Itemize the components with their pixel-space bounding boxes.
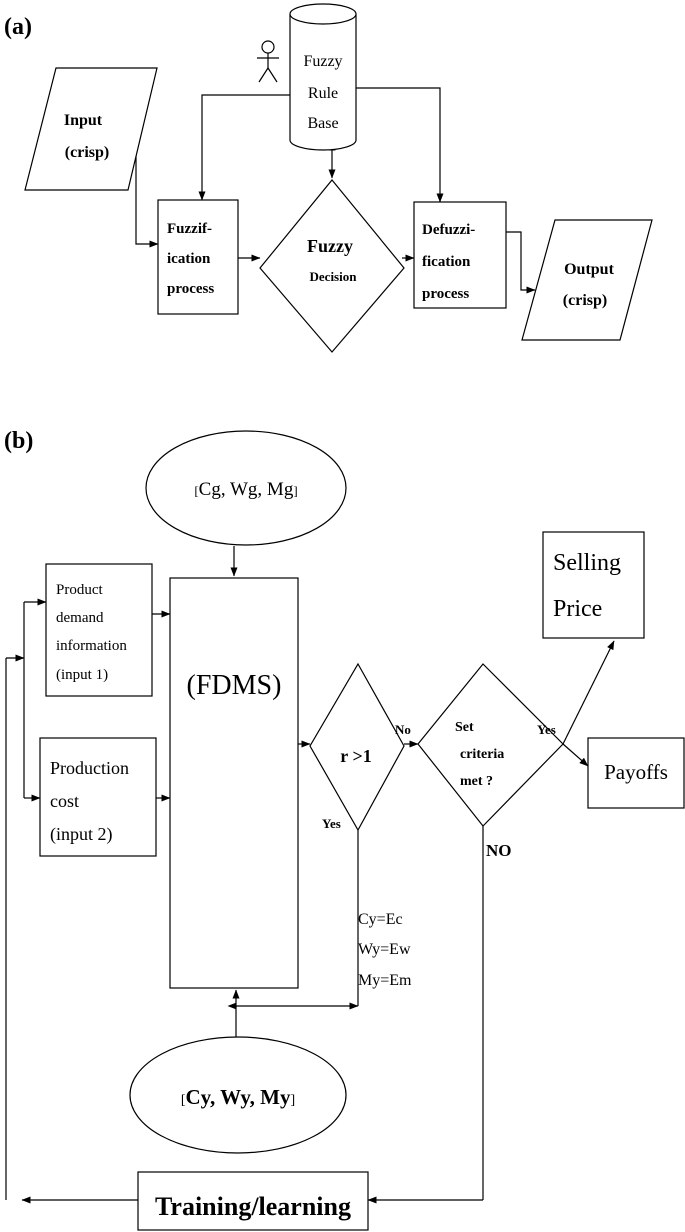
production-cost-line-1: Production (50, 758, 129, 778)
input-line-1: Input (64, 112, 103, 129)
product-demand-line-1: Product (56, 582, 103, 598)
criteria-no-label: NO (486, 841, 512, 860)
selling-price-line-1: Selling (553, 550, 621, 576)
defuzzification-process-node: Defuzzi- fication process (413, 201, 507, 309)
svg-text:[Cg, Wg, Mg]: [Cg, Wg, Mg] (194, 479, 297, 500)
fuzzy-decision-node: Fuzzy Decision (259, 179, 405, 353)
criteria-line-2: criteria (460, 747, 504, 762)
defuzzification-line-3: process (422, 286, 469, 302)
production-cost-line-3: (input 2) (50, 824, 113, 845)
selling-price-node: Selling Price (542, 531, 645, 639)
panel-b-label: (b) (4, 428, 33, 454)
production-cost-line-2: cost (50, 791, 79, 811)
product-demand-node: Product demand information (input 1) (45, 563, 153, 697)
assignment-labels: Cy=Ec Wy=Ew My=Em (358, 911, 412, 989)
decision-line-1: Fuzzy (307, 236, 353, 256)
fuzzy-rule-base-node: Fuzzy Rule Base (289, 3, 357, 151)
selling-price-line-2: Price (553, 596, 602, 622)
rule-base-line-3: Base (307, 115, 338, 132)
goal-params-node: [Cg, Wg, Mg] (145, 430, 347, 546)
assignment-my: My=Em (358, 972, 412, 989)
ratio-no-label: No (395, 722, 411, 737)
rule-base-line-2: Rule (308, 85, 338, 102)
goal-bracket-open: [ (194, 483, 198, 498)
rule-base-line-1: Fuzzy (303, 53, 342, 70)
fuzzification-process-node: Fuzzif- ication process (157, 199, 239, 315)
panel-a-label: (a) (4, 14, 32, 40)
criteria-check-node: Set criteria met ? (417, 663, 564, 827)
fdms-label: (FDMS) (187, 670, 282, 701)
criteria-line-3: met ? (460, 774, 493, 789)
current-bracket-open: [ (181, 1093, 186, 1108)
production-cost-node: Production cost (input 2) (39, 737, 157, 857)
assignment-cy: Cy=Ec (358, 911, 403, 928)
user-figure-icon (257, 40, 279, 83)
output-line-2: (crisp) (563, 292, 607, 309)
ratio-yes-label: Yes (322, 816, 341, 831)
output-crisp-node: Output (crisp) (521, 219, 653, 341)
goal-bracket-close: ] (293, 483, 297, 498)
product-demand-line-4: (input 1) (56, 667, 108, 683)
input-line-2: (crisp) (65, 144, 109, 161)
fuzzification-line-3: process (167, 281, 214, 297)
panel-b-connectors (5, 546, 615, 1204)
current-bracket-close: ] (291, 1093, 296, 1108)
input-crisp-node: Input (crisp) (24, 67, 158, 191)
current-params-text: Cy, Wy, My (185, 1085, 291, 1109)
goal-params-text: Cg, Wg, Mg (199, 479, 294, 500)
assignment-wy: Wy=Ew (358, 941, 411, 958)
payoffs-label: Payoffs (604, 760, 668, 784)
current-params-node: [Cy, Wy, My] (129, 1036, 347, 1154)
panel-a-connectors (135, 87, 536, 294)
output-line-1: Output (564, 261, 614, 278)
product-demand-line-3: information (56, 638, 127, 654)
defuzzification-line-1: Defuzzi- (422, 222, 475, 238)
ratio-check-node: r >1 (309, 662, 405, 832)
fuzzification-line-2: ication (167, 251, 211, 267)
product-demand-line-2: demand (56, 610, 104, 626)
defuzzification-line-2: fication (422, 254, 471, 270)
payoffs-node: Payoffs (587, 737, 685, 809)
criteria-line-1: Set (455, 720, 474, 735)
fuzzification-line-1: Fuzzif- (167, 221, 212, 237)
fdms-node: (FDMS) (169, 577, 299, 989)
decision-line-2: Decision (310, 269, 358, 284)
svg-text:[Cy, Wy, My]: [Cy, Wy, My] (181, 1085, 295, 1109)
training-label: Training/learning (155, 1192, 351, 1221)
ratio-check-label: r >1 (340, 746, 371, 766)
criteria-yes-label: Yes (537, 722, 556, 737)
training-learning-node: Training/learning (137, 1171, 369, 1231)
